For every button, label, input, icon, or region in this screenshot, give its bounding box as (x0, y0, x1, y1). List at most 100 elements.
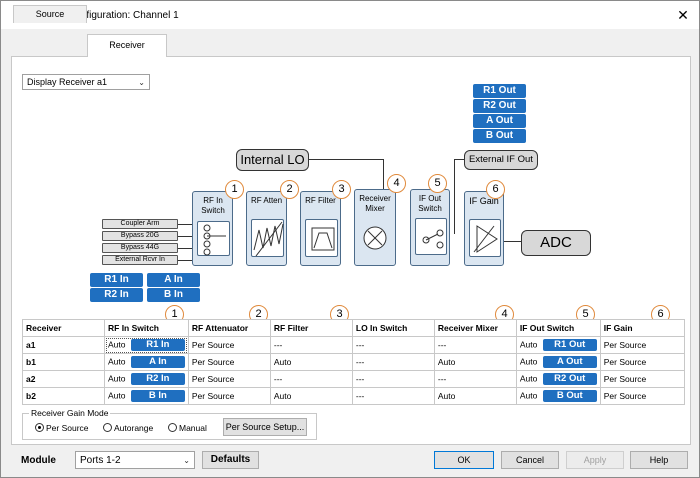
if-out-cell[interactable]: Auto A Out (515, 353, 601, 371)
lo-cell[interactable]: --- (351, 353, 435, 371)
marker-3: 3 (332, 180, 351, 199)
rf-in-button[interactable]: R1 In (130, 339, 185, 351)
if-out-switch-block[interactable]: IF Out Switch (410, 189, 450, 266)
rf-in-cell[interactable]: Auto R1 In (104, 336, 189, 354)
gain-cell[interactable]: Per Source (599, 353, 685, 371)
internal-lo-box: Internal LO (236, 149, 309, 171)
radio-per-source[interactable]: Per Source (35, 423, 89, 433)
rf-in-mode: Auto (108, 390, 126, 401)
tab-receiver[interactable]: Receiver (87, 34, 167, 57)
lo-cell[interactable]: --- (351, 387, 435, 405)
mixer-cell[interactable]: Auto (433, 353, 517, 371)
b-out-button[interactable]: B Out (473, 129, 526, 143)
marker-1: 1 (225, 180, 244, 199)
coupler-arm-input: Coupler Arm (102, 219, 178, 229)
tab-source[interactable]: Source (13, 5, 87, 23)
rf-in-button[interactable]: A In (130, 356, 185, 368)
if-out-button[interactable]: A Out (542, 356, 597, 368)
radio-selected-icon (35, 423, 44, 432)
bypass-20g-input: Bypass 20G (102, 231, 178, 241)
if-gain-block[interactable]: IF Gain (464, 191, 504, 266)
lo-cell[interactable]: --- (351, 336, 435, 354)
if-out-button[interactable]: R2 Out (542, 373, 597, 385)
receiver-cell: a1 (22, 336, 105, 354)
rf-atten-block[interactable]: RF Atten (246, 191, 287, 266)
module-select[interactable]: Ports 1-2 ⌄ (75, 451, 195, 469)
rf-in-cell[interactable]: Auto B In (104, 387, 189, 405)
radio-icon (103, 423, 112, 432)
if-out-cell[interactable]: Auto R1 Out (515, 336, 601, 354)
if-out-cell[interactable]: Auto R2 Out (515, 370, 601, 388)
switch-icon (197, 221, 230, 256)
filter-cell[interactable]: --- (269, 336, 353, 354)
rf-in-cell[interactable]: Auto R2 In (104, 370, 189, 388)
apply-button[interactable]: Apply (566, 451, 624, 469)
atten-cell[interactable]: Per Source (187, 336, 271, 354)
filter-cell[interactable]: Auto (269, 387, 353, 405)
atten-cell[interactable]: Per Source (187, 387, 271, 405)
table-row: a1 Auto R1 In Per Source --- --- --- Aut… (22, 336, 685, 354)
radio-autorange-label: Autorange (114, 423, 154, 433)
close-icon[interactable]: ✕ (677, 7, 689, 23)
receiver-cell: a2 (22, 370, 105, 388)
b-in-button[interactable]: B In (147, 288, 200, 302)
rf-in-button[interactable]: R2 In (130, 373, 185, 385)
gain-mode-legend: Receiver Gain Mode (29, 408, 111, 418)
r2-out-button[interactable]: R2 Out (473, 99, 526, 113)
if-out-mode: Auto (519, 356, 538, 367)
col-if-gain: IF Gain (599, 319, 685, 337)
r1-out-button[interactable]: R1 Out (473, 84, 526, 98)
r2-in-button[interactable]: R2 In (90, 288, 143, 302)
filter-cell[interactable]: Auto (269, 353, 353, 371)
radio-autorange[interactable]: Autorange (103, 423, 153, 433)
receiver-mixer-block[interactable]: Receiver Mixer (354, 189, 396, 266)
receiver-gain-mode-group: Receiver Gain Mode Per Source Autorange … (22, 408, 317, 440)
filter-icon (305, 219, 338, 257)
window-title: RF&IF Path Configuration: Channel 1 (13, 10, 179, 21)
mixer-cell[interactable]: Auto (433, 387, 517, 405)
atten-cell[interactable]: Per Source (187, 370, 271, 388)
r1-in-button[interactable]: R1 In (90, 273, 143, 287)
rf-in-mode: Auto (108, 356, 126, 367)
radio-per-source-label: Per Source (46, 423, 89, 433)
rf-in-cell[interactable]: Auto A In (104, 353, 189, 371)
if-out-cell[interactable]: Auto B Out (515, 387, 601, 405)
mixer-cell[interactable]: --- (433, 336, 517, 354)
marker-6: 6 (486, 180, 505, 199)
receiver-cell: b1 (22, 353, 105, 371)
rf-in-button[interactable]: B In (130, 390, 185, 402)
cancel-button[interactable]: Cancel (501, 451, 559, 469)
filter-cell[interactable]: --- (269, 370, 353, 388)
title-bar: RF&IF Path Configuration: Channel 1 ✕ (1, 1, 699, 29)
radio-manual[interactable]: Manual (168, 423, 207, 433)
table-row: a2 Auto R2 In Per Source --- --- --- Aut… (22, 370, 685, 388)
help-button[interactable]: Help (630, 451, 688, 469)
mixer-icon (359, 218, 392, 256)
rf-in-switch-block[interactable]: RF In Switch (192, 191, 233, 266)
col-lo-in-switch: LO In Switch (351, 319, 435, 337)
a-out-button[interactable]: A Out (473, 114, 526, 128)
if-out-button[interactable]: R1 Out (542, 339, 597, 351)
col-if-out-switch: IF Out Switch (515, 319, 601, 337)
rf-filter-block[interactable]: RF Filter (300, 191, 341, 266)
module-label: Module (21, 455, 56, 466)
mixer-cell[interactable]: --- (433, 370, 517, 388)
gain-cell[interactable]: Per Source (599, 336, 685, 354)
atten-cell[interactable]: Per Source (187, 353, 271, 371)
if-out-button[interactable]: B Out (542, 390, 597, 402)
a-in-button[interactable]: A In (147, 273, 200, 287)
gain-cell[interactable]: Per Source (599, 387, 685, 405)
ok-button[interactable]: OK (434, 451, 494, 469)
radio-icon (168, 423, 177, 432)
rf-in-switch-label: RF In Switch (201, 196, 225, 215)
if-gain-label: IF Gain (469, 196, 499, 206)
defaults-button[interactable]: Defaults (202, 451, 259, 469)
if-switch-icon (415, 218, 447, 255)
rf-in-mode: Auto (108, 339, 126, 350)
gain-cell[interactable]: Per Source (599, 370, 685, 388)
receiver-mixer-label: Receiver Mixer (359, 194, 391, 213)
lo-cell[interactable]: --- (351, 370, 435, 388)
external-if-out-box: External IF Out (464, 150, 538, 170)
display-receiver-select[interactable]: Display Receiver a1 ⌄ (22, 74, 150, 90)
per-source-setup-button[interactable]: Per Source Setup... (223, 418, 307, 436)
